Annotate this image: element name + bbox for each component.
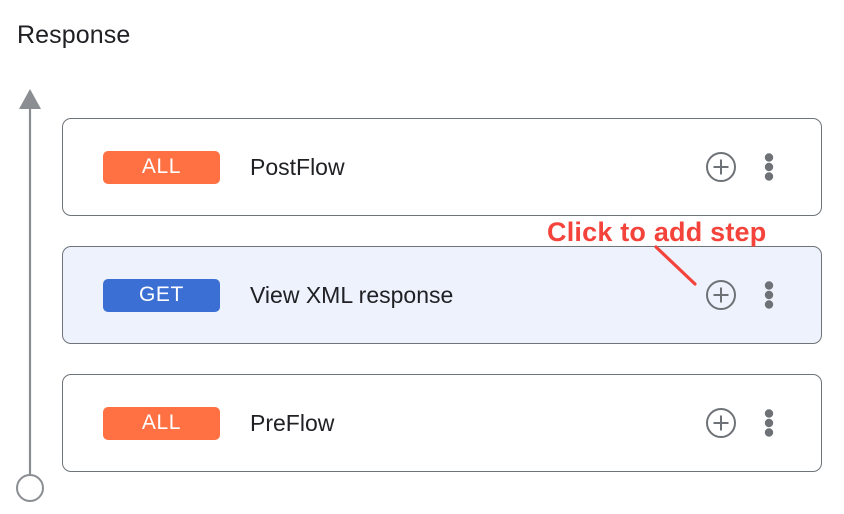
page-title: Response [17,21,131,49]
plus-circle-icon[interactable] [705,407,737,439]
step-menu-button[interactable] [737,151,781,183]
step-label: View XML response [250,281,454,308]
method-badge: ALL [103,406,220,440]
method-badge: ALL [103,150,220,184]
row-actions [705,407,781,439]
step-row-view-xml-response[interactable]: GET View XML response [62,246,822,344]
callout-line-icon [654,245,697,286]
step-label: PostFlow [250,153,345,180]
step-menu-button[interactable] [737,279,781,311]
more-vertical-icon[interactable] [757,279,781,311]
row-actions [705,151,781,183]
add-step-button[interactable] [705,279,737,311]
method-badge: GET [103,278,220,312]
arrow-up-icon [19,89,41,109]
flow-axis-graphic [16,89,44,502]
more-vertical-icon[interactable] [757,151,781,183]
row-actions [705,279,781,311]
add-step-button[interactable] [705,151,737,183]
flow-step-list: ALL PostFlow GET View XML response [62,118,822,472]
step-row-postflow[interactable]: ALL PostFlow [62,118,822,216]
annotation-label: Click to add step [547,217,767,247]
plus-circle-icon[interactable] [705,151,737,183]
step-label: PreFlow [250,409,335,436]
add-step-button[interactable] [705,407,737,439]
circle-endpoint-icon [16,474,44,502]
step-row-preflow[interactable]: ALL PreFlow [62,374,822,472]
more-vertical-icon[interactable] [757,407,781,439]
flow-direction-axis [10,85,54,505]
step-menu-button[interactable] [737,407,781,439]
plus-circle-icon[interactable] [705,279,737,311]
